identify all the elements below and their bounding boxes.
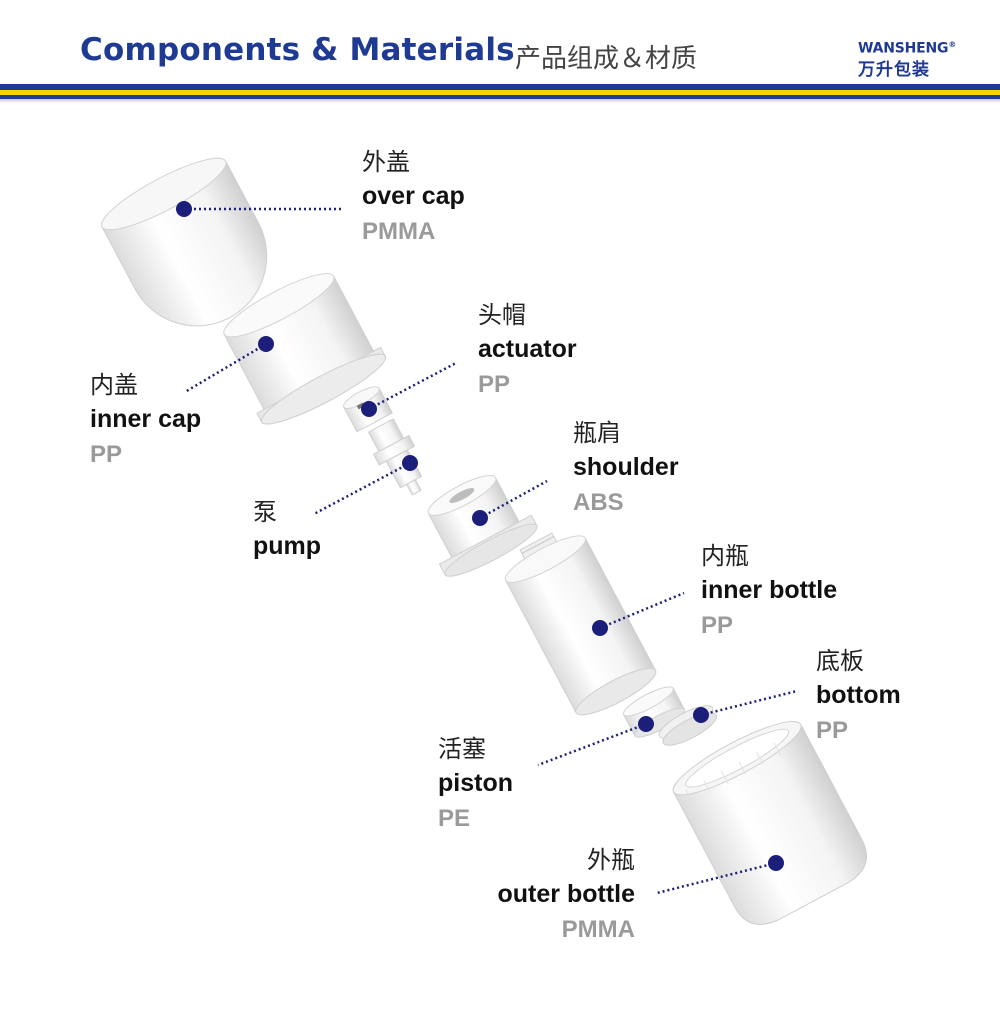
- dot-actuator: [361, 401, 377, 417]
- dot-inner-cap: [258, 336, 274, 352]
- label-material: PP: [90, 443, 201, 467]
- label-piston: 活塞 piston PE: [438, 737, 513, 831]
- pump-part: [363, 416, 434, 502]
- label-material: PMMA: [440, 918, 635, 942]
- label-bottom: 底板 bottom PP: [816, 649, 901, 743]
- label-material: PP: [816, 719, 901, 743]
- dot-inner-bottle: [592, 620, 608, 636]
- label-cn: 底板: [816, 649, 901, 683]
- label-material: PP: [701, 614, 837, 638]
- inner-bottle-part: [496, 520, 660, 722]
- label-en: bottom: [816, 683, 901, 719]
- dot-outer-bottle: [768, 855, 784, 871]
- label-cn: 泵: [253, 500, 321, 534]
- label-material: PP: [478, 373, 577, 397]
- label-actuator: 头帽 actuator PP: [478, 303, 577, 397]
- label-shoulder: 瓶肩 shoulder ABS: [573, 421, 679, 515]
- label-en: piston: [438, 771, 513, 807]
- label-en: over cap: [362, 184, 465, 220]
- label-material: PMMA: [362, 220, 465, 244]
- label-pump: 泵 pump: [253, 500, 321, 570]
- label-cn: 内盖: [90, 373, 201, 407]
- label-en: actuator: [478, 337, 577, 373]
- label-cn: 内瓶: [701, 544, 837, 578]
- label-en: inner bottle: [701, 578, 837, 614]
- label-material: ABS: [573, 491, 679, 515]
- label-cn: 瓶肩: [573, 421, 679, 455]
- label-over-cap: 外盖 over cap PMMA: [362, 150, 465, 244]
- label-cn: 外瓶: [440, 848, 635, 882]
- label-outer-bottle: 外瓶 outer bottle PMMA: [440, 848, 635, 942]
- leader-pump: [314, 463, 410, 514]
- dot-piston: [638, 716, 654, 732]
- label-en: shoulder: [573, 455, 679, 491]
- dot-bottom: [693, 707, 709, 723]
- label-en: outer bottle: [440, 882, 635, 918]
- label-cn: 外盖: [362, 150, 465, 184]
- label-en: pump: [253, 534, 321, 570]
- label-en: inner cap: [90, 407, 201, 443]
- dot-over-cap: [176, 201, 192, 217]
- label-cn: 头帽: [478, 303, 577, 337]
- label-inner-cap: 内盖 inner cap PP: [90, 373, 201, 467]
- leader-bottom: [701, 691, 797, 715]
- leader-piston: [538, 724, 646, 765]
- label-inner-bottle: 内瓶 inner bottle PP: [701, 544, 837, 638]
- dot-shoulder: [472, 510, 488, 526]
- dot-pump: [402, 455, 418, 471]
- label-material: PE: [438, 807, 513, 831]
- label-cn: 活塞: [438, 737, 513, 771]
